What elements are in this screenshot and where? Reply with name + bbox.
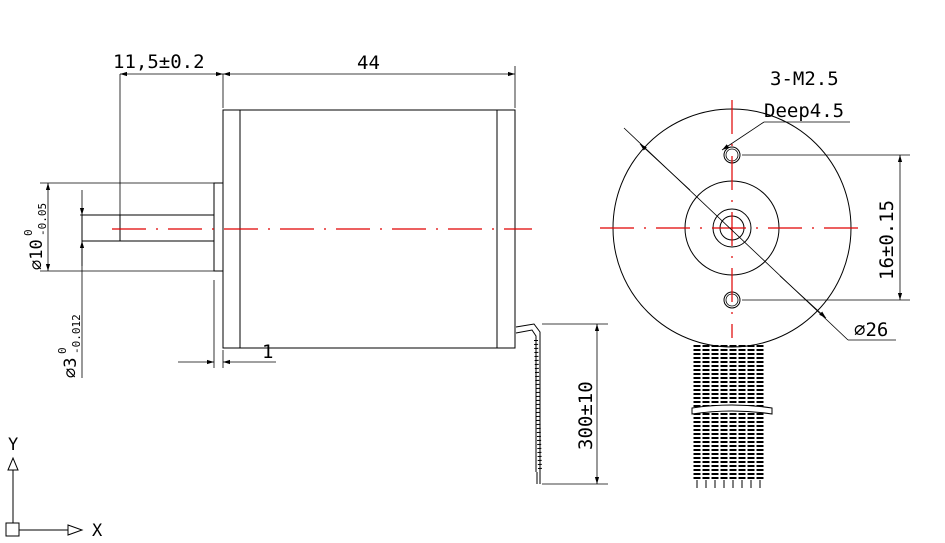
shaft-diameter-lower: -0.05 xyxy=(36,203,49,236)
thread-note: 3-M2.5 Deep4.5 xyxy=(721,68,850,151)
body-diameter-label: ⌀26 xyxy=(854,319,888,341)
pilot-diameter-lower: -0.012 xyxy=(70,314,83,354)
pilot-diameter-label: ⌀3 xyxy=(61,358,81,378)
dimension-pilot-diameter: ⌀3 0 -0.012 xyxy=(56,190,85,378)
dimension-body-length: 44 xyxy=(223,52,516,108)
shaft xyxy=(81,214,215,242)
dimension-flange-thickness: 1 xyxy=(178,280,276,368)
ucs-y-label: Y xyxy=(8,435,18,455)
lead-length-label: 300±10 xyxy=(575,381,597,450)
dimension-shaft-diameter: ⌀10 0 -0.05 xyxy=(22,182,214,272)
dimension-hole-spacing: 16±0.15 xyxy=(742,154,910,301)
lead-wires-front xyxy=(691,345,773,488)
hole-spacing-label: 16±0.15 xyxy=(876,200,898,280)
thread-depth-label: Deep4.5 xyxy=(764,100,844,122)
body-length-label: 44 xyxy=(357,52,380,74)
flange-thickness-label: 1 xyxy=(262,341,273,363)
dimension-body-diameter: ⌀26 xyxy=(623,127,896,341)
shaft-diameter-label: ⌀10 xyxy=(27,239,47,270)
front-boss xyxy=(213,182,224,272)
thread-spec-label: 3-M2.5 xyxy=(770,68,839,90)
side-view xyxy=(81,109,542,484)
front-view xyxy=(600,100,862,488)
lead-cable-side xyxy=(515,323,542,484)
shaft-diameter-upper: 0 xyxy=(22,229,35,236)
ucs-x-label: X xyxy=(92,521,103,541)
ucs-axis-icon: Y X xyxy=(5,435,103,541)
dimension-shaft-offset: 11,5±0.2 xyxy=(113,51,224,215)
dimension-lead-length: 300±10 xyxy=(542,323,608,485)
pilot-diameter-upper: 0 xyxy=(56,347,69,354)
shaft-offset-label: 11,5±0.2 xyxy=(113,51,205,73)
